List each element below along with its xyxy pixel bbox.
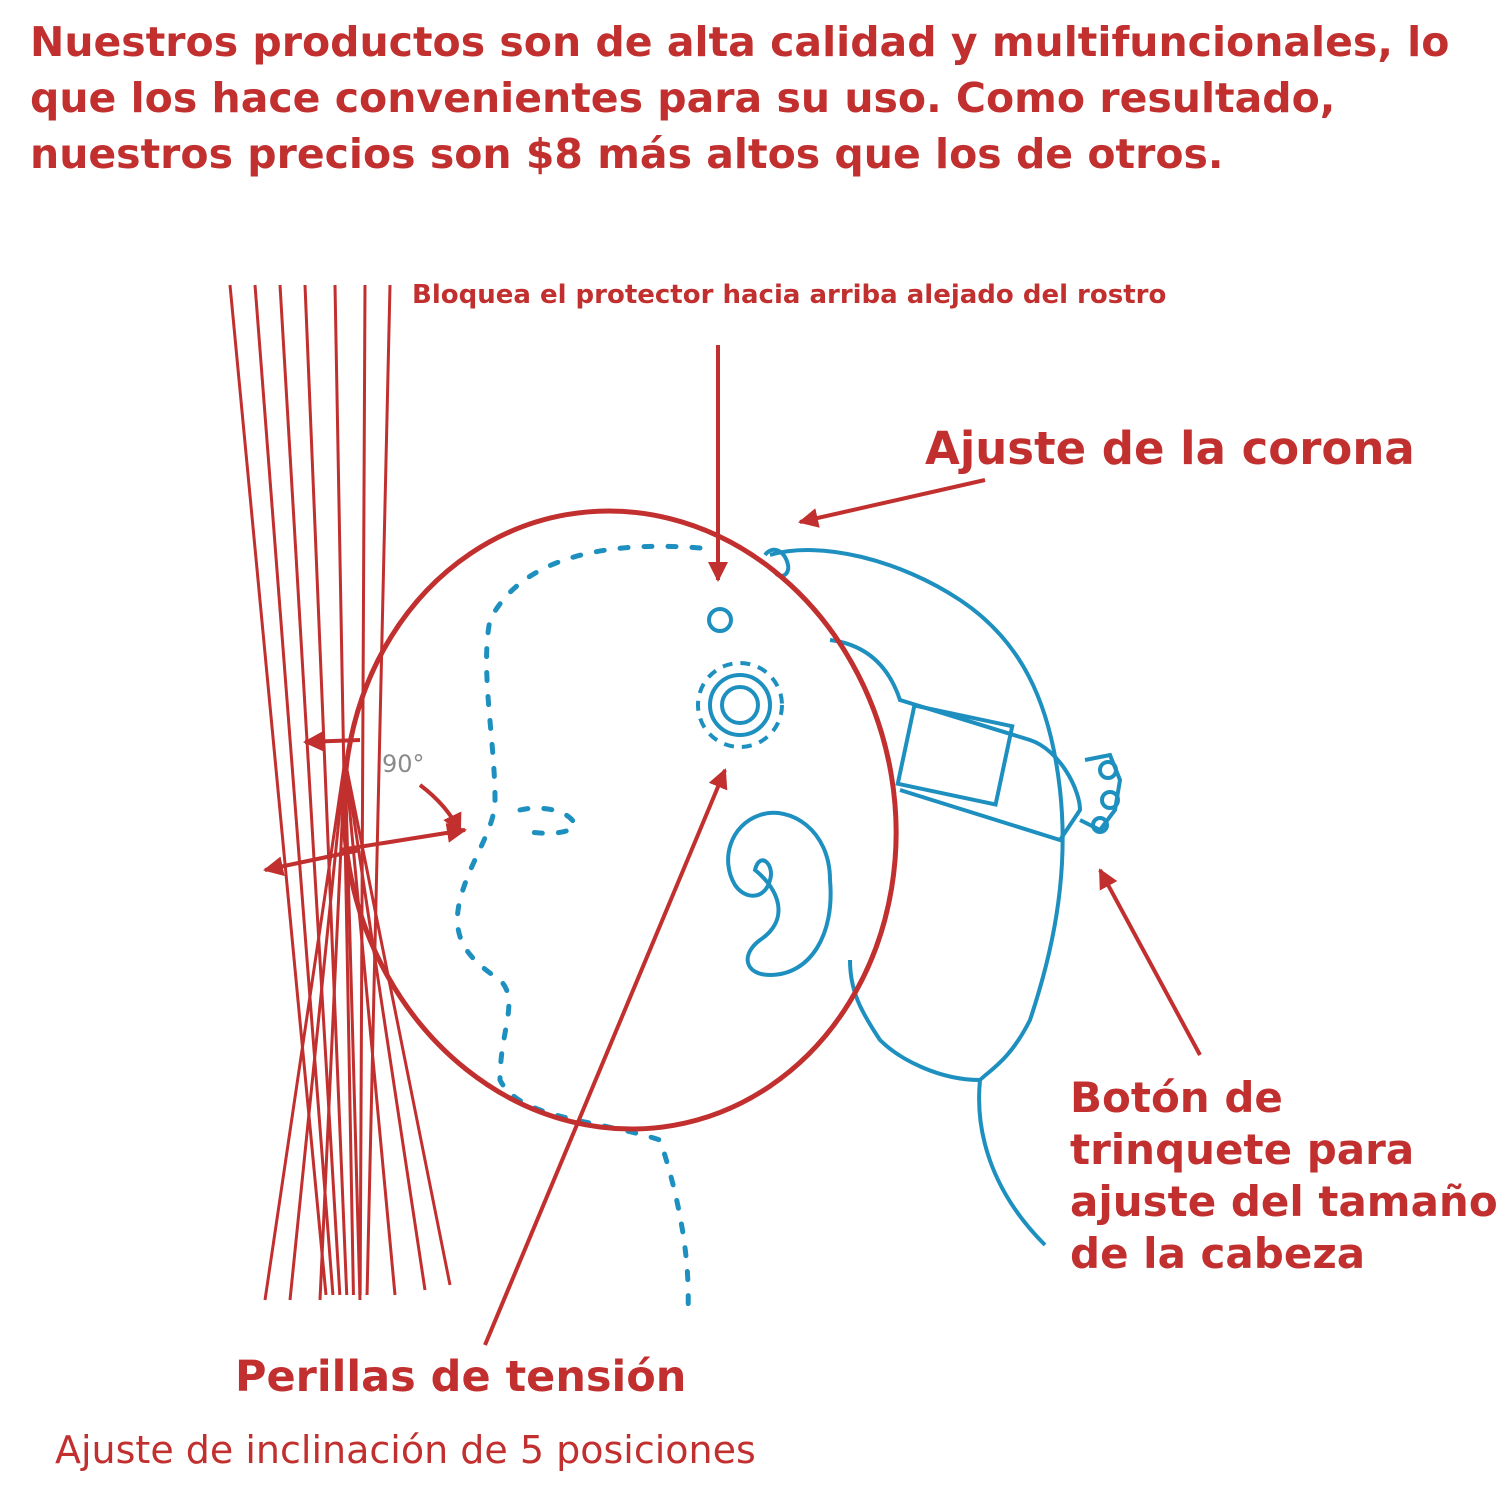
face-profile bbox=[454, 543, 703, 1313]
fan-line bbox=[263, 759, 347, 1301]
header-text: Nuestros productos son de alta calidad y… bbox=[30, 18, 1450, 178]
angle-arrow-left bbox=[263, 848, 361, 877]
knob-gear-icon bbox=[696, 607, 784, 749]
tilt-adjust-label: Ajuste de inclinación de 5 posiciones bbox=[55, 1428, 756, 1472]
angle-arc bbox=[418, 783, 462, 834]
ratchet-arrow bbox=[1098, 868, 1202, 1056]
fan-line bbox=[278, 284, 342, 1296]
callout-arrows bbox=[263, 345, 1202, 1346]
knob-arrow bbox=[483, 768, 728, 1346]
lock-shield-label: Bloquea el protector hacia arriba alejad… bbox=[412, 280, 1167, 310]
fan-line bbox=[288, 759, 347, 1301]
fan-line bbox=[228, 284, 328, 1296]
visor-outline bbox=[341, 508, 899, 1132]
fan-line bbox=[253, 284, 335, 1296]
fan-line bbox=[358, 284, 367, 1296]
fan-line bbox=[365, 284, 392, 1296]
angle-arrow-top bbox=[303, 731, 361, 752]
angle-label: 90° bbox=[382, 750, 425, 778]
ear-icon bbox=[726, 810, 833, 978]
crown-arrow bbox=[798, 478, 986, 528]
fan-line bbox=[303, 284, 349, 1296]
head-outline bbox=[763, 547, 1123, 1247]
fan-lines bbox=[228, 284, 452, 1301]
crown-adjust-label: Ajuste de la corona bbox=[925, 422, 1415, 475]
ratchet-button-label: Botón de trinquete para ajuste del tamañ… bbox=[1070, 1073, 1498, 1278]
tension-knobs-label: Perillas de tensión bbox=[235, 1352, 687, 1402]
